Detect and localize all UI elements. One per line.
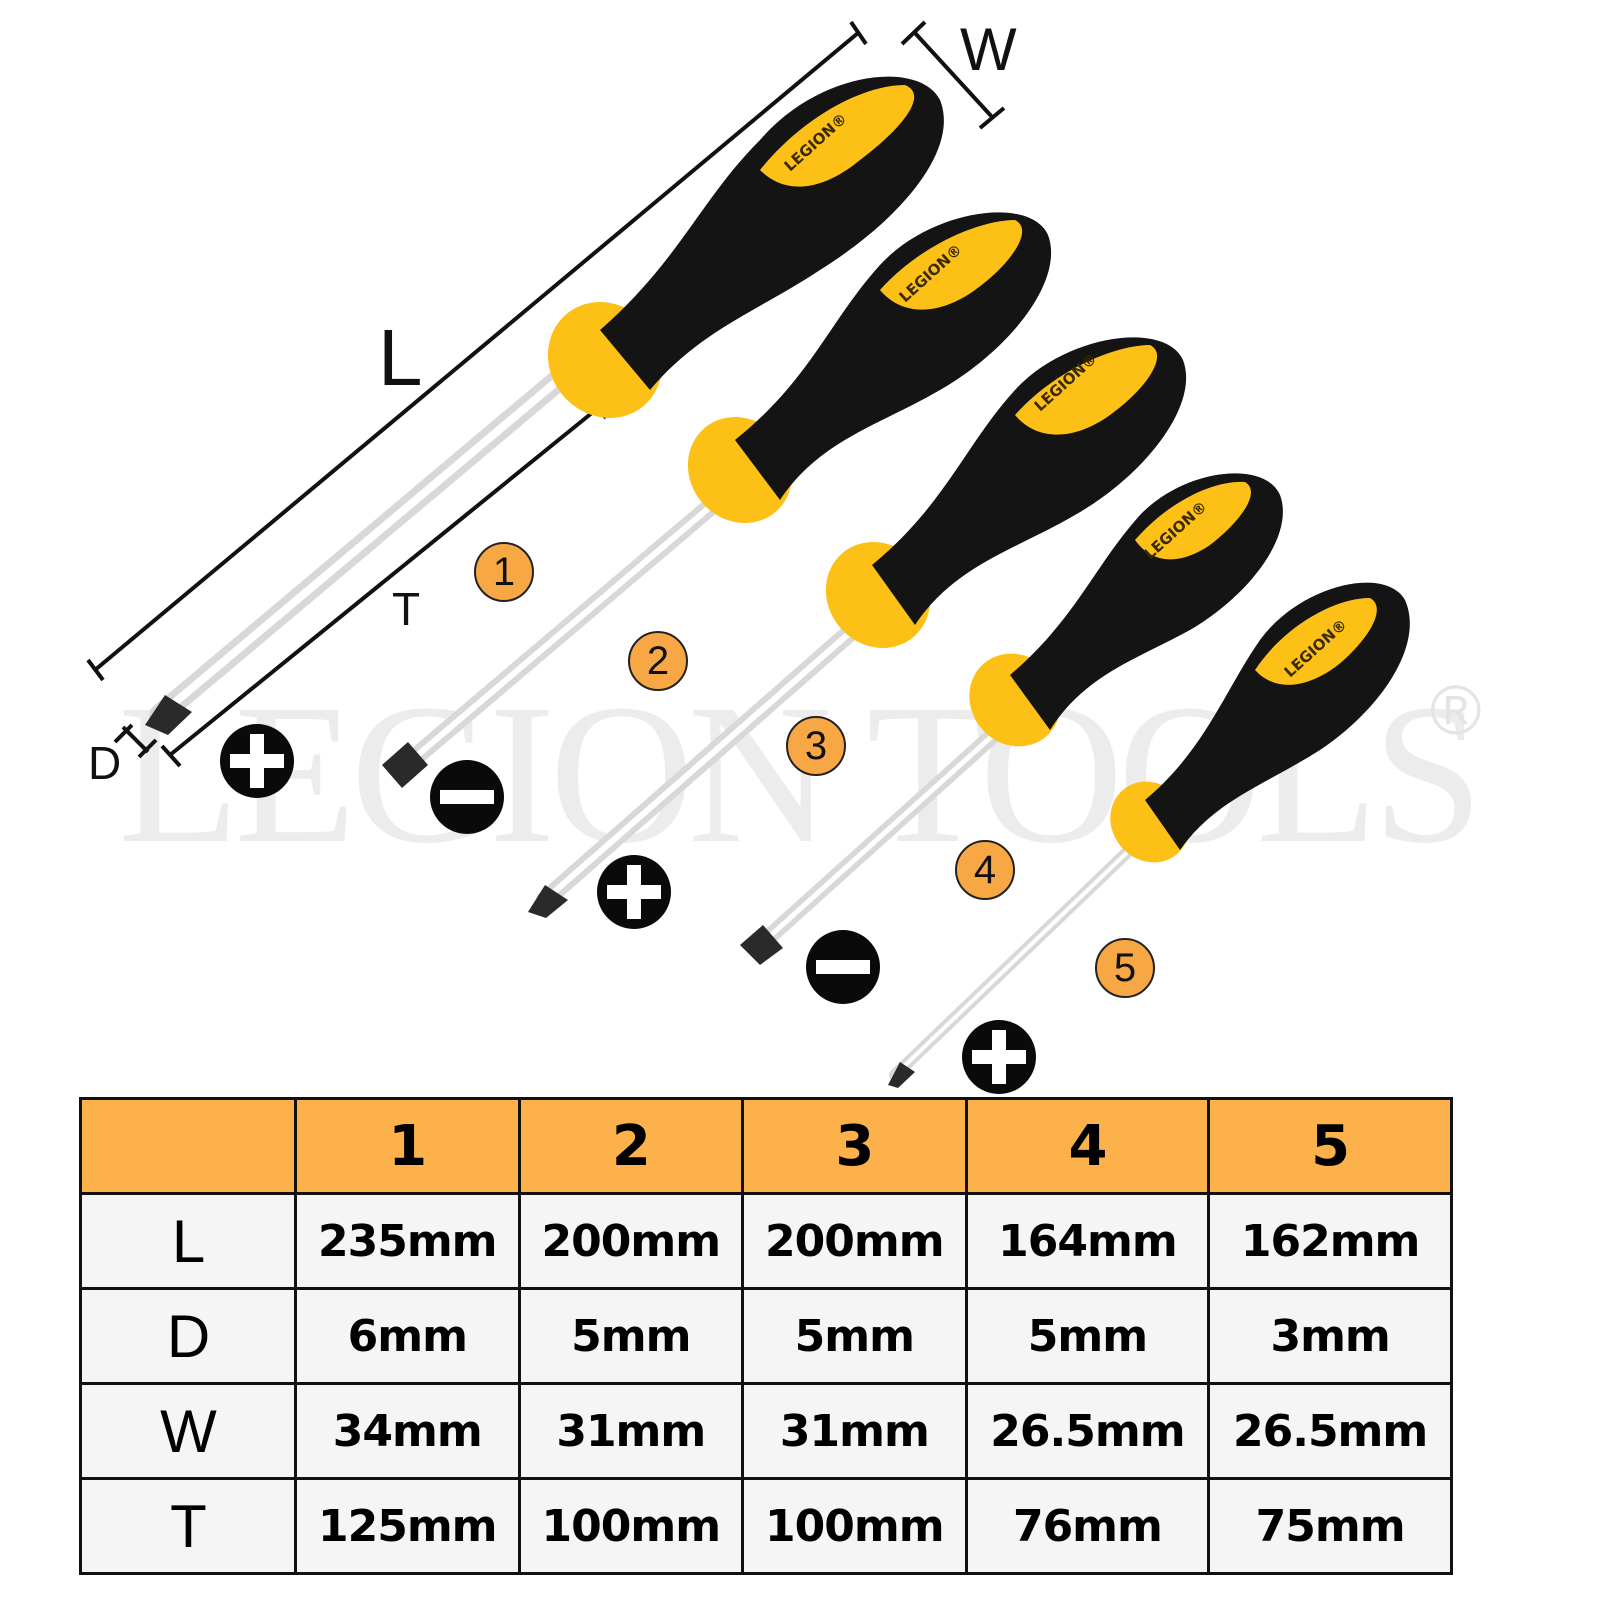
screwdriver-1 (145, 76, 944, 735)
table-cell: 26.5mm (1207, 1382, 1453, 1480)
screwdriver-5 (888, 582, 1410, 1088)
row-label: T (79, 1477, 297, 1575)
screwdrivers-drawing: LEGION® LEGION® LEGION® LEGION® LEGION® (86, 20, 1410, 1088)
dimension-label-T: T (392, 583, 421, 635)
product-illustration: LEGION TOOLS ® (86, 16, 1483, 1094)
table-cell: 26.5mm (964, 1382, 1211, 1480)
number-badge-2: 2 (628, 631, 688, 691)
table-cell: 76mm (964, 1477, 1211, 1575)
row-label: L (79, 1192, 297, 1290)
table-header-cell: 3 (741, 1097, 968, 1195)
table-cell: 100mm (741, 1477, 968, 1575)
table-cell: 5mm (964, 1287, 1211, 1385)
table-row-L: L 235mm 200mm 200mm 164mm 162mm (79, 1192, 1453, 1290)
number-badge-5: 5 (1095, 938, 1155, 998)
table-row-W: W 34mm 31mm 31mm 26.5mm 26.5mm (79, 1382, 1453, 1480)
phillips-tip-icon (597, 855, 671, 929)
phillips-tip-icon (220, 724, 294, 798)
row-label: W (79, 1382, 297, 1480)
table-cell: 164mm (964, 1192, 1211, 1290)
table-cell: 6mm (294, 1287, 521, 1385)
table-row-T: T 125mm 100mm 100mm 76mm 75mm (79, 1477, 1453, 1575)
table-cell: 34mm (294, 1382, 521, 1480)
table-cell: 3mm (1207, 1287, 1453, 1385)
number-badge-3: 3 (786, 716, 846, 776)
table-cell: 31mm (741, 1382, 968, 1480)
spec-table: 1 2 3 4 5 L 235mm 200mm 200mm 164mm 162m… (79, 1097, 1453, 1575)
watermark-registered-mark: ® (1430, 671, 1482, 749)
table-row-D: D 6mm 5mm 5mm 5mm 3mm (79, 1287, 1453, 1385)
table-cell: 200mm (517, 1192, 745, 1290)
table-cell: 5mm (517, 1287, 745, 1385)
table-header-cell: 2 (517, 1097, 745, 1195)
number-badge-1: 1 (474, 542, 534, 602)
dimension-label-W: W (960, 16, 1017, 83)
phillips-tip-icon (962, 1020, 1036, 1094)
table-cell: 5mm (741, 1287, 968, 1385)
table-cell: 31mm (517, 1382, 745, 1480)
table-header-cell (79, 1097, 297, 1195)
table-header-cell: 4 (964, 1097, 1211, 1195)
dimension-label-L: L (378, 313, 423, 402)
screwdriver-4 (740, 473, 1283, 965)
table-cell: 125mm (294, 1477, 521, 1575)
table-cell: 235mm (294, 1192, 521, 1290)
table-cell: 75mm (1207, 1477, 1453, 1575)
table-cell: 100mm (517, 1477, 745, 1575)
table-cell: 200mm (741, 1192, 968, 1290)
slotted-tip-icon (806, 930, 880, 1004)
row-label: D (79, 1287, 297, 1385)
table-header-row: 1 2 3 4 5 (79, 1097, 1453, 1195)
screwdriver-3 (528, 337, 1187, 918)
table-header-cell: 5 (1207, 1097, 1453, 1195)
slotted-tip-icon (430, 760, 504, 834)
number-badge-4: 4 (955, 840, 1015, 900)
screwdriver-2 (382, 212, 1052, 788)
table-cell: 162mm (1207, 1192, 1453, 1290)
dimension-label-D: D (88, 737, 122, 789)
table-header-cell: 1 (294, 1097, 521, 1195)
